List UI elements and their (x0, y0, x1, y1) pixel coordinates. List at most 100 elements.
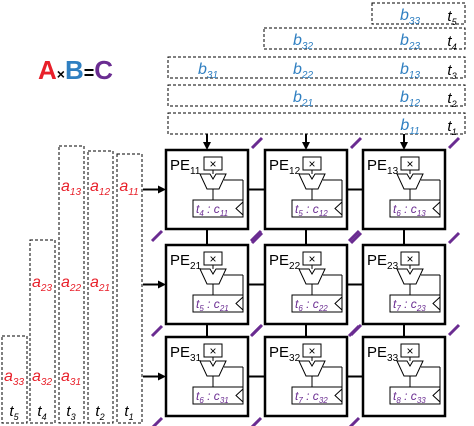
matrix-b-letter: B (64, 55, 84, 85)
clock-icon (432, 296, 441, 311)
acc-t-sub: 5 (199, 304, 204, 313)
a-time-t1-sub: 1 (129, 412, 134, 422)
clock-icon (334, 201, 343, 216)
pe-label: PE23 (367, 252, 399, 272)
b-item-32-base: b (293, 32, 302, 49)
a-item-21: a21 (90, 274, 110, 294)
b-item-23-base: b (400, 32, 409, 49)
a-time-t2-sub: 2 (99, 412, 105, 422)
accumulator-label: t5 : c12 (295, 202, 328, 218)
b-row-box (167, 56, 466, 79)
b-item-23-sub: 23 (408, 41, 421, 52)
acc-t-sub: 7 (396, 304, 401, 313)
accumulator-label: t8 : c33 (393, 389, 426, 405)
b-item-21: b21 (293, 89, 313, 109)
wavefront-mark (150, 324, 164, 338)
a-time-t3: t3 (66, 403, 75, 422)
wavefront-mark (250, 416, 263, 426)
adder-icon (199, 173, 227, 190)
acc-c-sub: 11 (220, 209, 228, 218)
clock-icon (432, 201, 441, 216)
a-item-22: a22 (61, 274, 81, 294)
a-item-21-base: a (90, 274, 99, 291)
pe-label: PE12 (269, 157, 301, 177)
acc-colon: : c (204, 297, 220, 311)
wavefront-mark (250, 231, 264, 245)
accumulator-label: t4 : c11 (196, 202, 228, 218)
pe-label-base: PE (170, 344, 190, 361)
interconnect-wires (143, 134, 408, 381)
b-item-11: b11 (400, 117, 419, 137)
b-item-13: b13 (400, 61, 420, 81)
pe-label-base: PE (367, 157, 387, 174)
wavefront-mark (151, 416, 164, 426)
adder-icon (298, 268, 326, 285)
b-item-11-sub: 11 (409, 126, 419, 137)
b-item-33-sub: 33 (409, 16, 421, 27)
a-item-31-sub: 31 (70, 377, 81, 388)
a-item-23-sub: 23 (40, 283, 53, 294)
a-item-33-sub: 33 (13, 377, 25, 388)
a-time-t2: t2 (95, 403, 104, 422)
pe-label-base: PE (170, 157, 190, 174)
b-time-t1-base: t (447, 118, 452, 135)
a-item-23-base: a (32, 274, 41, 291)
b-row-box (263, 27, 466, 50)
times-symbol: × (56, 66, 65, 82)
accumulator-box (192, 386, 244, 405)
clock-icon (334, 296, 343, 311)
acc-t-sub: 6 (298, 304, 303, 313)
wavefront-mark (349, 323, 363, 337)
b-time-t5-base: t (447, 8, 452, 25)
acc-c-sub: 21 (219, 304, 229, 313)
accumulator-label: t7 : c32 (295, 389, 328, 405)
pe-label: PE33 (367, 344, 399, 364)
pe-label-base: PE (367, 252, 387, 269)
acc-colon: : c (401, 297, 417, 311)
wavefront-mark (348, 416, 361, 426)
a-item-32-sub: 32 (41, 377, 53, 388)
wavefront-mark (447, 231, 461, 245)
acc-c-sub: 13 (417, 209, 426, 218)
b-item-13-base: b (400, 61, 409, 78)
multiply-icon: × (308, 344, 315, 358)
wavefront-mark (447, 136, 461, 150)
a-item-11: a11 (119, 178, 138, 198)
b-item-31-base: b (198, 61, 207, 78)
pe-32: PE32 × t7 : c32 (263, 335, 349, 418)
b-time-t4: t4 (447, 33, 456, 52)
pe-label-base: PE (367, 344, 387, 361)
a-item-11-sub: 11 (128, 187, 138, 198)
pe-label: PE32 (269, 344, 301, 364)
accumulator-box (291, 386, 343, 405)
acc-t-base: t (295, 297, 299, 311)
b-time-t2: t2 (447, 90, 456, 109)
acc-c-sub: 31 (220, 396, 229, 405)
pe-label-sub: 31 (190, 353, 202, 364)
multiply-icon: × (209, 344, 216, 358)
accumulator-label: t7 : c23 (393, 297, 426, 313)
a-item-31: a31 (61, 368, 81, 388)
multiply-icon: × (209, 157, 216, 171)
a-time-t1-base: t (124, 403, 129, 420)
pe-label-base: PE (269, 252, 289, 269)
pe-23: PE23×t7 : c23 (361, 243, 447, 326)
a-item-23: a23 (32, 274, 52, 294)
acc-c-sub: 33 (417, 396, 426, 405)
a-time-t4: t4 (37, 403, 46, 422)
adder-icon (298, 173, 326, 190)
accumulator-box (192, 199, 244, 218)
pe-12: PE12×t5 : c12 (263, 148, 349, 231)
b-item-13-sub: 13 (409, 70, 421, 81)
acc-t-base: t (393, 389, 397, 403)
pe-label-base: PE (170, 252, 190, 269)
acc-colon: : c (204, 389, 220, 403)
multiply-icon: × (209, 252, 216, 266)
b-item-31: b31 (198, 61, 218, 81)
acc-colon: : c (401, 202, 417, 216)
acc-c-sub: 12 (319, 209, 328, 218)
acc-colon: : c (401, 389, 417, 403)
a-item-12: a12 (90, 178, 110, 198)
b-item-22-base: b (293, 61, 302, 78)
